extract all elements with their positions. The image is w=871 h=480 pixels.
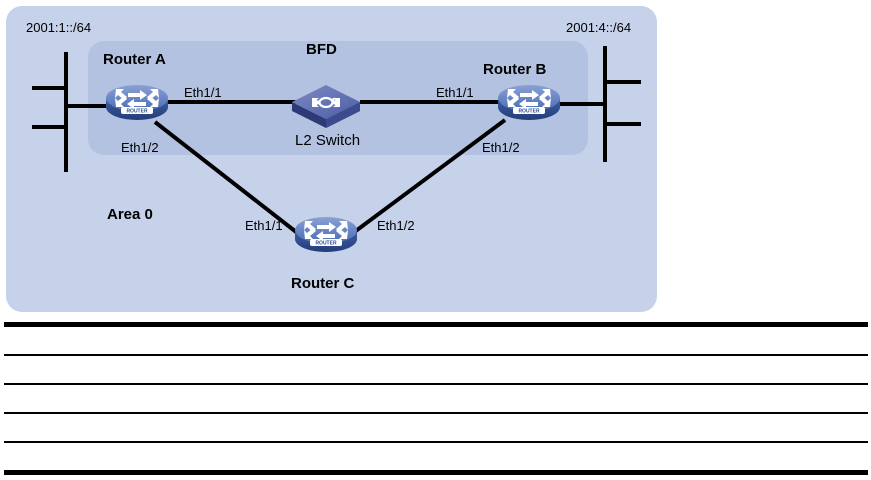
router-a-badge: ROUTER — [126, 109, 148, 115]
router-b-icon: ROUTER — [498, 85, 560, 120]
router-a-label: Router A — [103, 51, 166, 68]
table-top-rule — [4, 322, 868, 327]
router-c-label: Router C — [291, 275, 355, 292]
table-row-divider — [4, 383, 868, 385]
network-topology-diagram: ROUTER ROUTER ROUTER — [6, 6, 657, 312]
table-row-divider — [4, 412, 868, 414]
interface-label-b-eth1-1: Eth1/1 — [436, 85, 474, 100]
table-row — [4, 327, 868, 354]
l2-switch-label: L2 Switch — [295, 132, 361, 149]
table-row — [4, 414, 868, 441]
table-row — [4, 356, 868, 383]
table-row-divider — [4, 441, 868, 443]
interface-label-c-eth1-1: Eth1/1 — [245, 218, 283, 233]
interface-label-c-eth1-2: Eth1/2 — [377, 218, 415, 233]
bottom-table — [4, 322, 868, 475]
bfd-title: BFD — [306, 41, 337, 58]
table-row — [4, 443, 868, 470]
interface-label-a-eth1-2: Eth1/2 — [121, 140, 159, 155]
table-row-divider — [4, 354, 868, 356]
router-b-label: Router B — [483, 61, 547, 78]
left-network-label: 2001:1::/64 — [26, 20, 92, 35]
right-network-label: 2001:4::/64 — [566, 20, 632, 35]
interface-label-b-eth1-2: Eth1/2 — [482, 140, 520, 155]
router-b-badge: ROUTER — [518, 109, 540, 115]
router-c-badge: ROUTER — [315, 241, 337, 247]
l2-switch-icon — [292, 85, 360, 128]
interface-label-a-eth1-1: Eth1/1 — [184, 85, 222, 100]
router-c-icon: ROUTER — [295, 217, 357, 252]
table-bottom-rule — [4, 470, 868, 475]
area-label: Area 0 — [107, 206, 153, 223]
router-a-icon: ROUTER — [106, 85, 168, 120]
table-row — [4, 385, 868, 412]
